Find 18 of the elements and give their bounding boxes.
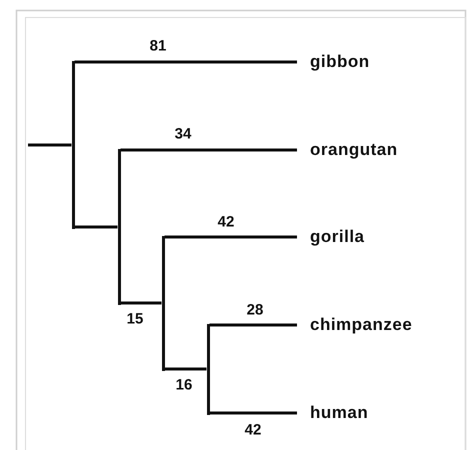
species-label: chimpanzee bbox=[310, 315, 412, 335]
tree-branch bbox=[28, 144, 72, 146]
species-label: human bbox=[310, 403, 368, 423]
species-label: gibbon bbox=[310, 52, 370, 72]
species-label: orangutan bbox=[310, 140, 398, 160]
tree-branch bbox=[74, 60, 297, 64]
tree-node-bar bbox=[206, 324, 210, 414]
tree-node-bar bbox=[118, 148, 120, 304]
tree-branch bbox=[210, 412, 297, 414]
tree-node-bar bbox=[162, 236, 164, 370]
tree-branch bbox=[164, 368, 206, 370]
tree-branch bbox=[120, 148, 297, 152]
tree-branch bbox=[74, 226, 118, 228]
tree-branch bbox=[164, 236, 297, 238]
tree-node-bar bbox=[72, 60, 74, 228]
tree-branch bbox=[120, 302, 162, 304]
species-label: gorilla bbox=[310, 227, 365, 247]
tree-branch bbox=[210, 324, 297, 326]
